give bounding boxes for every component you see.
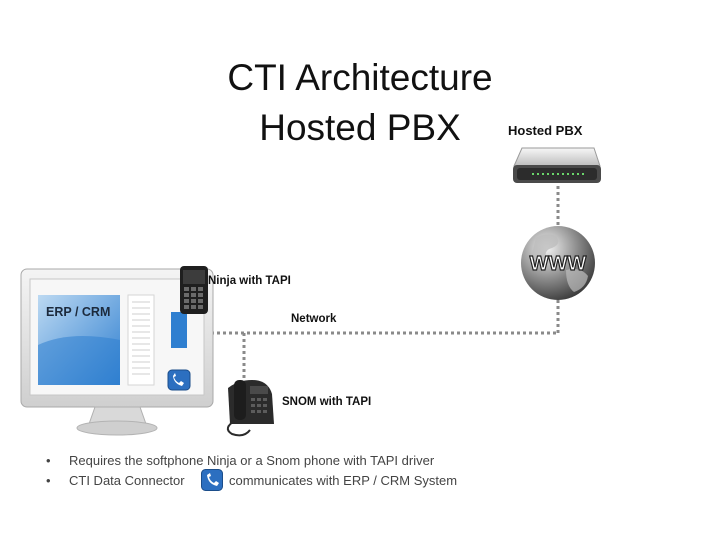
bullet-marker: • <box>46 473 51 488</box>
title-line-2: Hosted PBX <box>259 107 461 148</box>
bullet-text-before: CTI Data Connector <box>69 473 185 488</box>
ninja-label: Ninja with TAPI <box>208 275 291 287</box>
erp-crm-label: ERP / CRM <box>46 305 111 319</box>
phone-app-icon <box>201 469 223 491</box>
internet-globe: WWW <box>521 226 595 300</box>
bullet-text-after: communicates with ERP / CRM System <box>229 473 458 488</box>
hosted-pbx-server <box>513 147 601 183</box>
bullet-marker: • <box>46 453 51 468</box>
hosted-pbx-label: Hosted PBX <box>508 123 583 138</box>
ninja-softphone <box>180 266 208 314</box>
snom-desk-phone <box>226 380 274 437</box>
bullet-text: Requires the softphone Ninja or a Snom p… <box>69 453 435 468</box>
network-label: Network <box>291 313 337 325</box>
snom-label: SNOM with TAPI <box>282 396 372 408</box>
title-line-1: CTI Architecture <box>227 57 493 98</box>
www-label: WWW <box>530 253 587 275</box>
network-connectors <box>205 186 560 382</box>
computer-monitor <box>20 268 214 436</box>
